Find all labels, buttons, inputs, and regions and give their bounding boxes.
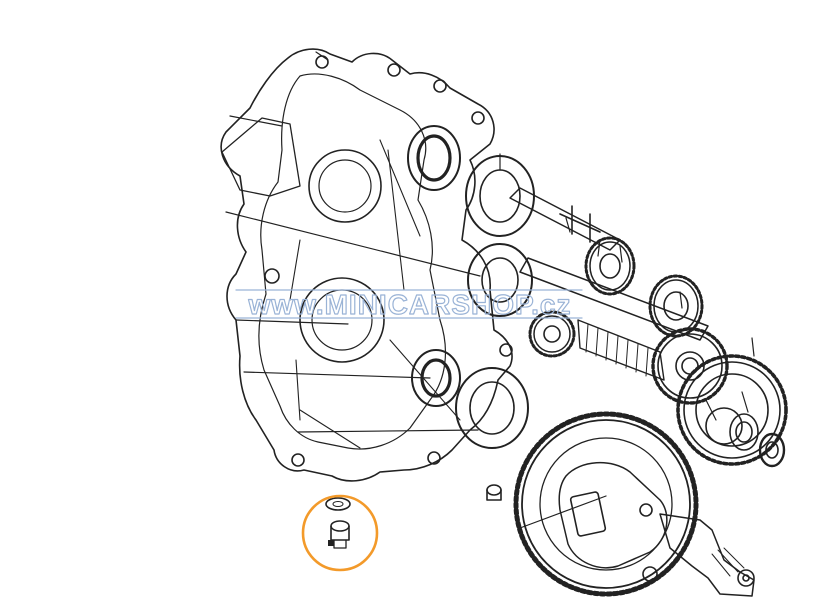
leader-line: [297, 429, 479, 433]
shaft-counter: [519, 257, 709, 341]
leader-line: [679, 291, 683, 309]
housing-flange: [258, 73, 447, 450]
pinion-gear-left: [528, 310, 576, 358]
leader-line: [519, 495, 607, 529]
washer-hole: [332, 501, 344, 507]
bolt-head: [330, 520, 350, 532]
bearing-lower-inner: [469, 381, 515, 435]
bolt-with-washer[interactable]: [325, 497, 351, 549]
bearing-lower: [455, 367, 529, 449]
bolt-thread: [333, 539, 347, 549]
housing-breather: [221, 117, 301, 197]
housing-rib: [299, 139, 461, 449]
shaft-upper-step: [559, 205, 601, 243]
oil-seal-upper-inner: [416, 134, 452, 182]
leader-line: [751, 337, 755, 357]
bearing-middle: [467, 243, 533, 317]
seals-bearings: [407, 125, 535, 449]
highlighted-part[interactable]: [301, 494, 379, 572]
output-shaft-center: [742, 574, 750, 582]
diff-window: [569, 491, 607, 537]
leader-line: [597, 239, 601, 257]
watermark: www.MINICARSHOP.cz: [235, 288, 583, 321]
output-shaft: [659, 513, 755, 597]
bearing-upper-inner: [479, 169, 521, 223]
bolt-tip: [328, 540, 334, 546]
bolt-final-drive: [486, 484, 502, 501]
watermark-text: www.MINICARSHOP.cz: [248, 289, 572, 320]
housing-outline: [220, 48, 513, 482]
housing-bolt-boss: [433, 79, 447, 93]
housing-bolt-boss: [499, 343, 513, 357]
shaft-upper: [509, 187, 621, 251]
ring-gear-web: [539, 437, 673, 571]
highlight-circle: [301, 494, 379, 572]
leader-line: [565, 217, 571, 233]
leader-line: [243, 371, 431, 379]
diff-bolt: [642, 566, 658, 582]
housing-bore-upper-inner: [318, 159, 372, 213]
gear-mid-large: [651, 327, 729, 405]
leader-line: [229, 115, 283, 127]
housing-bolt-boss: [471, 111, 485, 125]
gear-mid-1: [648, 274, 704, 338]
housing-rib: [289, 239, 301, 421]
shaft-spline-teeth: [585, 323, 649, 377]
output-shaft-spline: [711, 547, 745, 577]
housing-bore-middle: [299, 277, 385, 363]
housing-bore-upper: [308, 149, 382, 223]
bolt-shank: [330, 525, 350, 541]
gearbox-housing: [220, 48, 513, 482]
diff-housing: [558, 461, 668, 569]
bearing-middle-inner: [481, 257, 519, 303]
housing-bolt-boss: [315, 55, 329, 69]
oil-seal-upper: [407, 125, 461, 191]
gear-right-large: [676, 354, 788, 466]
thrust-washer-right: [729, 413, 786, 468]
leader-line: [235, 319, 349, 325]
gear-cluster: [528, 236, 788, 468]
ring-gear-teeth: [513, 411, 699, 597]
housing-bolt-boss: [427, 451, 441, 465]
diff-bolt: [639, 503, 653, 517]
leader-line: [315, 51, 329, 61]
final-drive: [486, 411, 755, 597]
housing-bolt-boss: [264, 268, 280, 284]
pinion-gear-upper: [584, 236, 636, 296]
leader-line: [619, 245, 623, 263]
leader-lines: [225, 51, 755, 529]
output-shaft-end: [737, 569, 755, 587]
housing-bolt-boss: [291, 453, 305, 467]
washer: [325, 497, 351, 511]
shaft-spline: [577, 319, 665, 381]
housing-bolt-boss: [387, 63, 401, 77]
ring-gear: [521, 419, 691, 589]
leader-line: [225, 211, 481, 277]
